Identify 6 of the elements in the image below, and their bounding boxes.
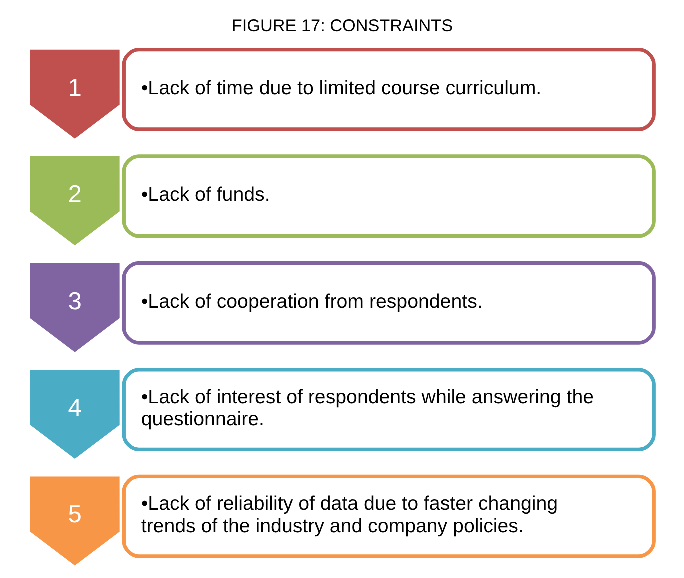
node-box: •Lack of reliability of data due to faster changing trends of the industry and company policies.	[122, 474, 656, 558]
node-box: •Lack of funds.	[122, 154, 656, 238]
diagram-title: FIGURE 17: CONSTRAINTS	[231, 16, 453, 36]
node-box: •Lack of interest of respondents while answering the questionnaire.	[122, 368, 656, 452]
node-box: •Lack of cooperation from respondents.	[122, 261, 656, 345]
node-box: •Lack of time due to limited course curriculum.	[122, 48, 656, 132]
